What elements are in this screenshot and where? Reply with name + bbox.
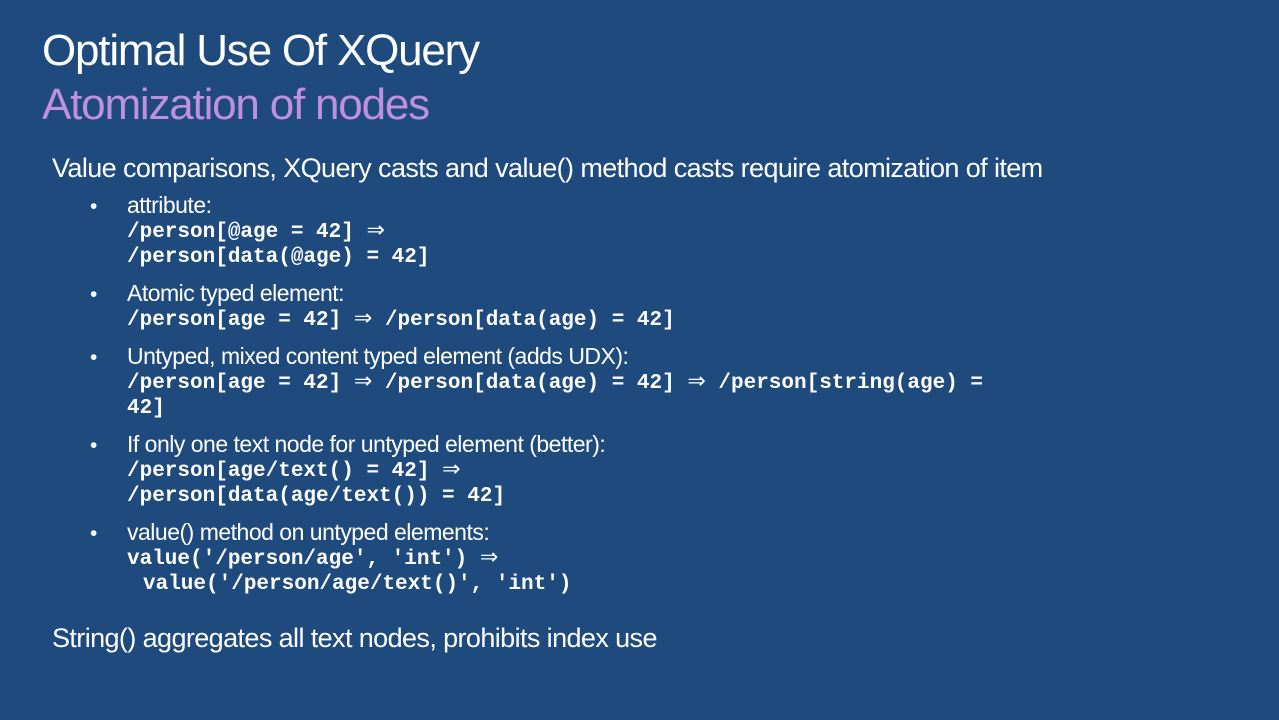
code-line: /person[@age = 42] ⇒ bbox=[127, 218, 1279, 245]
bullet-item-value-method: • value() method on untyped elements: va… bbox=[0, 519, 1279, 597]
bullet-list: • attribute: /person[@age = 42] ⇒ /perso… bbox=[0, 192, 1279, 607]
bullet-label: attribute: bbox=[127, 192, 212, 218]
bullet-dot-icon: • bbox=[90, 434, 98, 457]
bullet-item-one-text-node: • If only one text node for untyped elem… bbox=[0, 431, 1279, 509]
code-fragment: /person[@age = 42] bbox=[127, 221, 367, 244]
implies-arrow-icon: ⇒ bbox=[442, 457, 461, 482]
code-fragment: /person[data(@age) = 42] bbox=[127, 246, 430, 269]
code-line: /person[age = 42] ⇒ /person[data(age) = … bbox=[127, 369, 1279, 396]
code-fragment: value('/person/age', 'int') bbox=[127, 548, 480, 571]
code-fragment: /person[age/text() = 42] bbox=[127, 460, 443, 483]
implies-arrow-icon: ⇒ bbox=[366, 218, 385, 243]
code-line: value('/person/age', 'int') ⇒ bbox=[127, 545, 1279, 572]
code-fragment: value('/person/age/text()', 'int') bbox=[143, 573, 572, 596]
code-line: /person[data(age/text()) = 42] bbox=[127, 484, 1279, 509]
code-line: value('/person/age/text()', 'int') bbox=[127, 572, 1279, 597]
bullet-label: Untyped, mixed content typed element (ad… bbox=[127, 343, 629, 369]
code-line: /person[data(@age) = 42] bbox=[127, 245, 1279, 270]
closing-text: String() aggregates all text nodes, proh… bbox=[52, 623, 657, 653]
implies-arrow-icon: ⇒ bbox=[479, 545, 499, 570]
slide-subtitle: Atomization of nodes bbox=[42, 80, 430, 129]
code-line: 42] bbox=[127, 396, 1279, 421]
bullet-label: Atomic typed element: bbox=[127, 280, 345, 306]
code-fragment: /person[age = 42] bbox=[127, 372, 354, 395]
bullet-dot-icon: • bbox=[90, 522, 98, 545]
bullet-dot-icon: • bbox=[90, 195, 98, 218]
code-fragment: /person[data(age) = 42] bbox=[372, 372, 688, 395]
code-line: /person[age = 42] ⇒ /person[data(age) = … bbox=[127, 306, 1279, 333]
implies-arrow-icon: ⇒ bbox=[353, 306, 373, 331]
bullet-label: value() method on untyped elements: bbox=[127, 519, 490, 545]
code-fragment: /person[data(age/text()) = 42] bbox=[127, 485, 506, 508]
slide-title: Optimal Use Of XQuery bbox=[42, 26, 480, 75]
code-fragment: 42] bbox=[127, 397, 165, 420]
code-fragment: /person[string(age) = bbox=[705, 372, 984, 395]
code-line: /person[age/text() = 42] ⇒ bbox=[127, 457, 1279, 484]
lead-text: Value comparisons, XQuery casts and valu… bbox=[52, 153, 1043, 183]
bullet-item-attribute: • attribute: /person[@age = 42] ⇒ /perso… bbox=[0, 192, 1279, 270]
bullet-dot-icon: • bbox=[90, 283, 98, 306]
implies-arrow-icon: ⇒ bbox=[353, 369, 373, 394]
code-fragment: /person[data(age) = 42] bbox=[372, 309, 675, 332]
bullet-item-untyped-mixed: • Untyped, mixed content typed element (… bbox=[0, 343, 1279, 421]
bullet-label: If only one text node for untyped elemen… bbox=[127, 431, 606, 457]
implies-arrow-icon: ⇒ bbox=[687, 369, 706, 394]
bullet-dot-icon: • bbox=[90, 346, 98, 369]
bullet-item-atomic-typed: • Atomic typed element: /person[age = 42… bbox=[0, 280, 1279, 333]
code-fragment: /person[age = 42] bbox=[127, 309, 354, 332]
